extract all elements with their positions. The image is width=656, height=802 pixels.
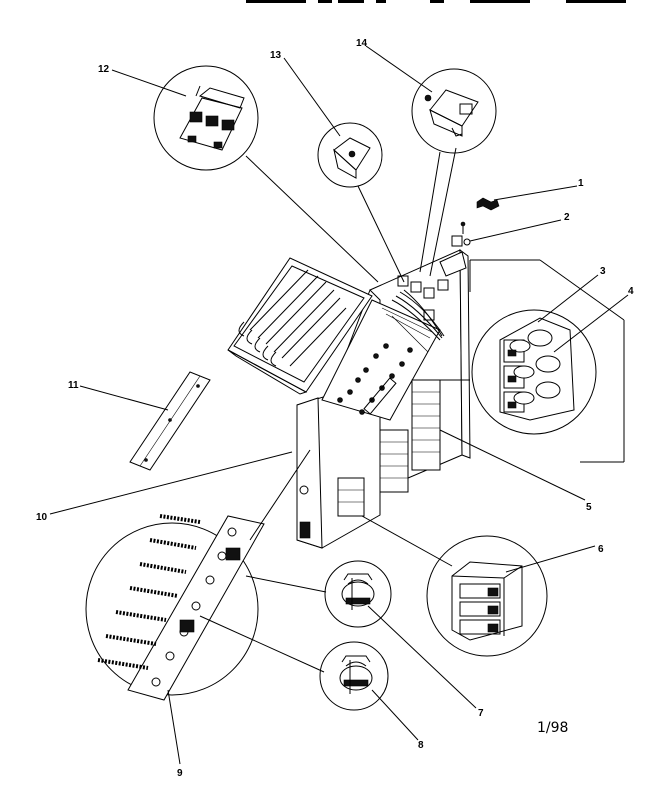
heater-element-tray (227, 257, 373, 395)
detail-7-limit-switch (324, 560, 392, 628)
part-2-screw (451, 221, 471, 247)
callout-2: 2 (564, 212, 570, 223)
callout-5: 5 (586, 502, 592, 513)
detail-12-contactor (153, 65, 259, 171)
cabinet-knockout-round (299, 485, 309, 495)
callout-6: 6 (598, 544, 604, 555)
callout-12: 12 (98, 64, 110, 75)
detail-8-limit-switch (319, 641, 389, 711)
detail-14-transformer (411, 68, 497, 154)
callout-14: 14 (356, 38, 368, 49)
callout-3: 3 (600, 266, 606, 277)
control-panel-components (337, 307, 433, 415)
part-11-bracket (129, 371, 211, 471)
callout-1: 1 (578, 178, 584, 189)
detail-13-relay (317, 122, 383, 188)
callout-9: 9 (177, 768, 183, 779)
detail-3-4-fuse-block (471, 309, 597, 435)
top-wiring (391, 289, 445, 341)
callout-7: 7 (478, 708, 484, 719)
part-1-clip (476, 197, 500, 211)
cabinet-top-relays (397, 275, 449, 321)
date-code: 1/98 (537, 720, 569, 736)
cabinet-assembly (227, 248, 471, 549)
heater-coils (97, 514, 201, 670)
top-bracket (439, 251, 467, 277)
detail-9-heater-element (85, 514, 265, 701)
callout-labels: 1 2 3 4 5 6 7 8 9 10 11 12 13 14 (36, 38, 634, 779)
callout-13: 13 (270, 50, 282, 61)
cabinet-right-edge (459, 248, 471, 459)
callout-8: 8 (418, 740, 424, 751)
callout-11: 11 (68, 380, 79, 391)
callout-4: 4 (628, 286, 634, 297)
cabinet-front-face (296, 397, 323, 549)
cabinet-knockout (299, 521, 311, 539)
leader-lines (49, 45, 629, 765)
callout-10: 10 (36, 512, 48, 523)
cabinet-terminal-blocks (337, 379, 441, 517)
detail-6-terminal-block (426, 535, 548, 657)
clipped-header-marks (246, 0, 626, 3)
